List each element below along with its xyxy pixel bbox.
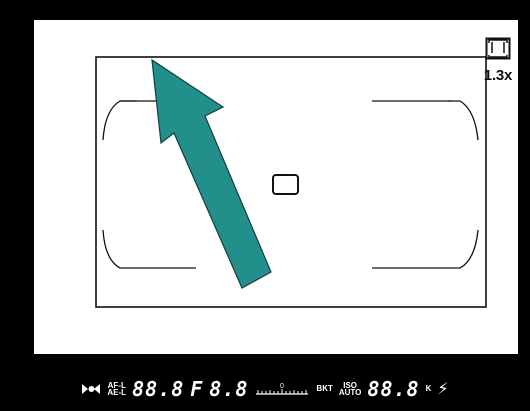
shutter-speed-readout: 88.8 [132, 377, 185, 401]
ae-lock-label: AE-L [107, 388, 127, 397]
iso-mode-label: ISO AUTO [338, 380, 362, 397]
k-label: K [425, 384, 432, 394]
exposure-indicator: 0 [256, 383, 309, 395]
flash-ready-icon: ⚡ [437, 379, 449, 398]
iso-auto-label: AUTO [338, 388, 362, 397]
viewfinder-display [34, 20, 518, 354]
k-indicator: K [425, 384, 432, 394]
bracketing-indicator: BKT [316, 384, 333, 394]
focus-indicator-icon [82, 384, 101, 394]
af-lock-label: AF-L [107, 380, 126, 390]
aperture-readout: 8.8 [209, 377, 249, 401]
iso-label: ISO [343, 380, 358, 390]
aperture-prefix: F [190, 377, 204, 401]
info-bar: AF-L AE-L 88.8 F 8.8 0 BKT ISO AUTO 88.8 [0, 370, 530, 408]
af-ae-lock-label: AF-L AE-L [107, 380, 127, 397]
crop-factor-label: 1.3x [483, 67, 513, 84]
crop-frame-icon [485, 37, 511, 60]
iso-readout: 88.8 [367, 377, 420, 401]
exposure-zero-label: 0 [280, 383, 284, 390]
bracketing-label: BKT [316, 384, 333, 394]
